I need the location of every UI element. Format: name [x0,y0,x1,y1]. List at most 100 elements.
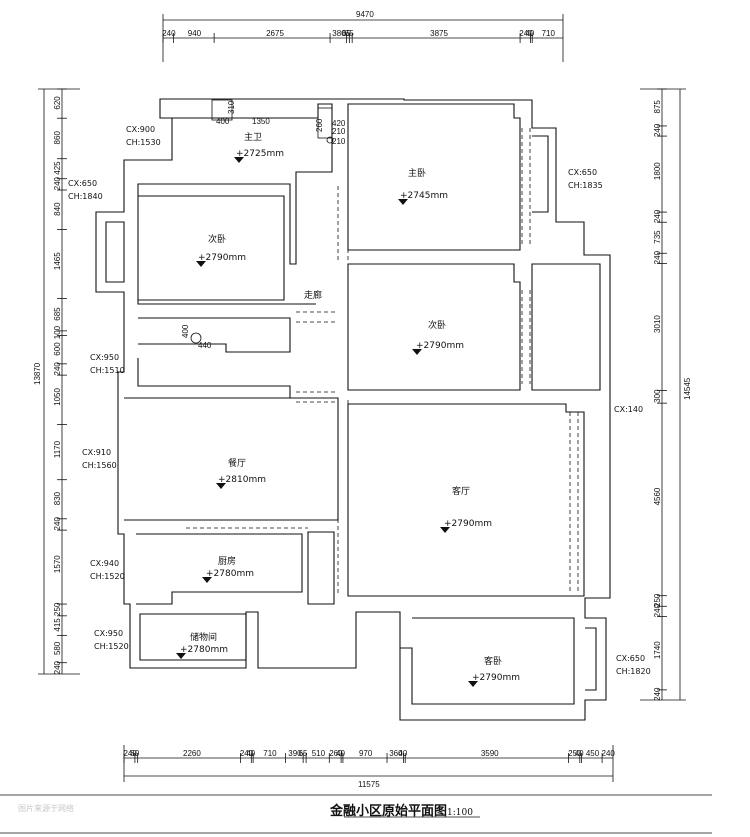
svg-text:400: 400 [216,117,230,126]
dimension-value: 65 [345,29,354,38]
room-labels: 主卫 +2725mm 主卧 +2745mm 次卧 +2790mm 次卧 +279… [176,131,520,687]
dimension-value: 250 [53,602,62,616]
left-dimension-chain: 13870 6208604252408401465685100600240105… [33,88,80,675]
dimension-value: 300 [653,389,662,403]
watermark: 图片来源于网络 [18,804,74,813]
room-height: +2780mm [180,645,228,655]
left-total-dim: 13870 [33,362,42,385]
dimension-value: 4560 [653,487,662,505]
walls [95,98,611,721]
dimension-value: 240 [53,176,62,190]
bottom-total-dim: 11575 [358,780,380,789]
dimension-value: 1800 [653,162,662,180]
dimension-value: 3590 [481,749,499,758]
dimension-value: 710 [542,29,556,38]
fixtures [190,99,334,344]
dimension-value: 1170 [53,440,62,458]
window-cx: CX:940 [90,559,119,568]
dimension-value: 2260 [183,749,201,758]
dimension-value: 380 [332,29,346,38]
svg-text:310: 310 [227,100,236,114]
room-name: 客卧 [484,655,502,667]
room-height: +2790mm [444,519,492,529]
room-name: 厨房 [218,555,236,567]
drawing-scale: 1:100 [447,808,473,818]
dimension-value: 240 [240,749,254,758]
level-marker-icon [440,527,450,533]
window-cx: CX:910 [82,448,111,457]
level-marker-icon [398,199,408,205]
dimension-value: 240 [53,517,62,531]
room-height: +2745mm [400,191,448,201]
dimension-value: 415 [53,618,62,632]
right-dimension-chain: 14545 8752401800240735240301030045602502… [640,88,692,701]
dimension-value: 240 [123,749,137,758]
dimension-value: 425 [53,161,62,175]
dimension-value: 1570 [53,555,62,573]
dimension-value: 450 [586,749,600,758]
dimension-value: 580 [53,641,62,655]
dimension-value: 360 [389,749,403,758]
dimension-value: 240 [602,749,616,758]
dimension-value: 2675 [266,29,284,38]
dimension-value: 240 [653,687,662,701]
dimension-value: 240 [653,209,662,223]
level-marker-icon [196,261,206,267]
window-cx: CX:650 [616,654,645,663]
dimension-value: 510 [312,749,326,758]
drawing-title: 金融小区原始平面图1:100 [330,804,473,819]
top-total-dim: 9470 [356,10,374,19]
dimension-value: 40 [575,749,584,758]
svg-text:400: 400 [181,324,190,338]
dimension-value: 620 [53,96,62,110]
window-ch: CH:1510 [90,366,125,375]
dimension-value: 240 [53,660,62,674]
window-ch: CH:1835 [568,181,603,190]
room-height: +2725mm [236,149,284,159]
dimension-value: 830 [53,491,62,505]
room-name: 主卧 [408,167,426,179]
svg-text:210: 210 [332,127,346,136]
window-ch: CH:1560 [82,461,117,470]
room-height: +2790mm [416,341,464,351]
fixture-dimensions: 400 310 1350 260 420 210 210 400 440 [181,100,346,350]
dimension-value: 100 [53,325,62,339]
dashed-openings [186,128,579,596]
room-name: 餐厅 [228,457,246,469]
dimension-value: 1740 [653,641,662,659]
room-name: 次卧 [208,233,226,245]
window-cx: CX:950 [90,353,119,362]
window-ch: CH:1530 [126,138,161,147]
window-cx: CX:900 [126,125,155,134]
dimension-value: 240 [653,123,662,137]
svg-text:420: 420 [332,119,346,128]
window-ch: CH:1520 [94,642,129,651]
dimension-value: 840 [53,202,62,216]
dimension-value: 60 [130,749,139,758]
dimension-value: 970 [359,749,373,758]
svg-text:210: 210 [332,137,346,146]
dimension-value: 240 [653,603,662,617]
dimension-value: 710 [263,749,277,758]
dimension-value: 735 [653,230,662,244]
window-cx: CX:650 [568,168,597,177]
window-cx: CX:650 [68,179,97,188]
svg-text:260: 260 [315,118,324,132]
dimension-value: 40 [525,29,534,38]
dimension-value: 240 [53,362,62,376]
room-height: +2780mm [206,569,254,579]
dimension-value: 860 [53,131,62,145]
dimension-value: 250 [653,593,662,607]
dimension-value: 250 [568,749,582,758]
dimension-value: 1465 [53,252,62,270]
room-name: 次卧 [428,319,446,331]
dimension-value: 260 [329,749,343,758]
window-labels: CX:900 CH:1530 CX:650 CH:1840 CX:950 CH:… [68,125,651,676]
dimension-value: 3010 [653,315,662,333]
window-ch: CH:1840 [68,192,103,201]
level-marker-icon [202,577,212,583]
window-cx: CX:140 [614,405,643,414]
room-height: +2790mm [198,253,246,263]
